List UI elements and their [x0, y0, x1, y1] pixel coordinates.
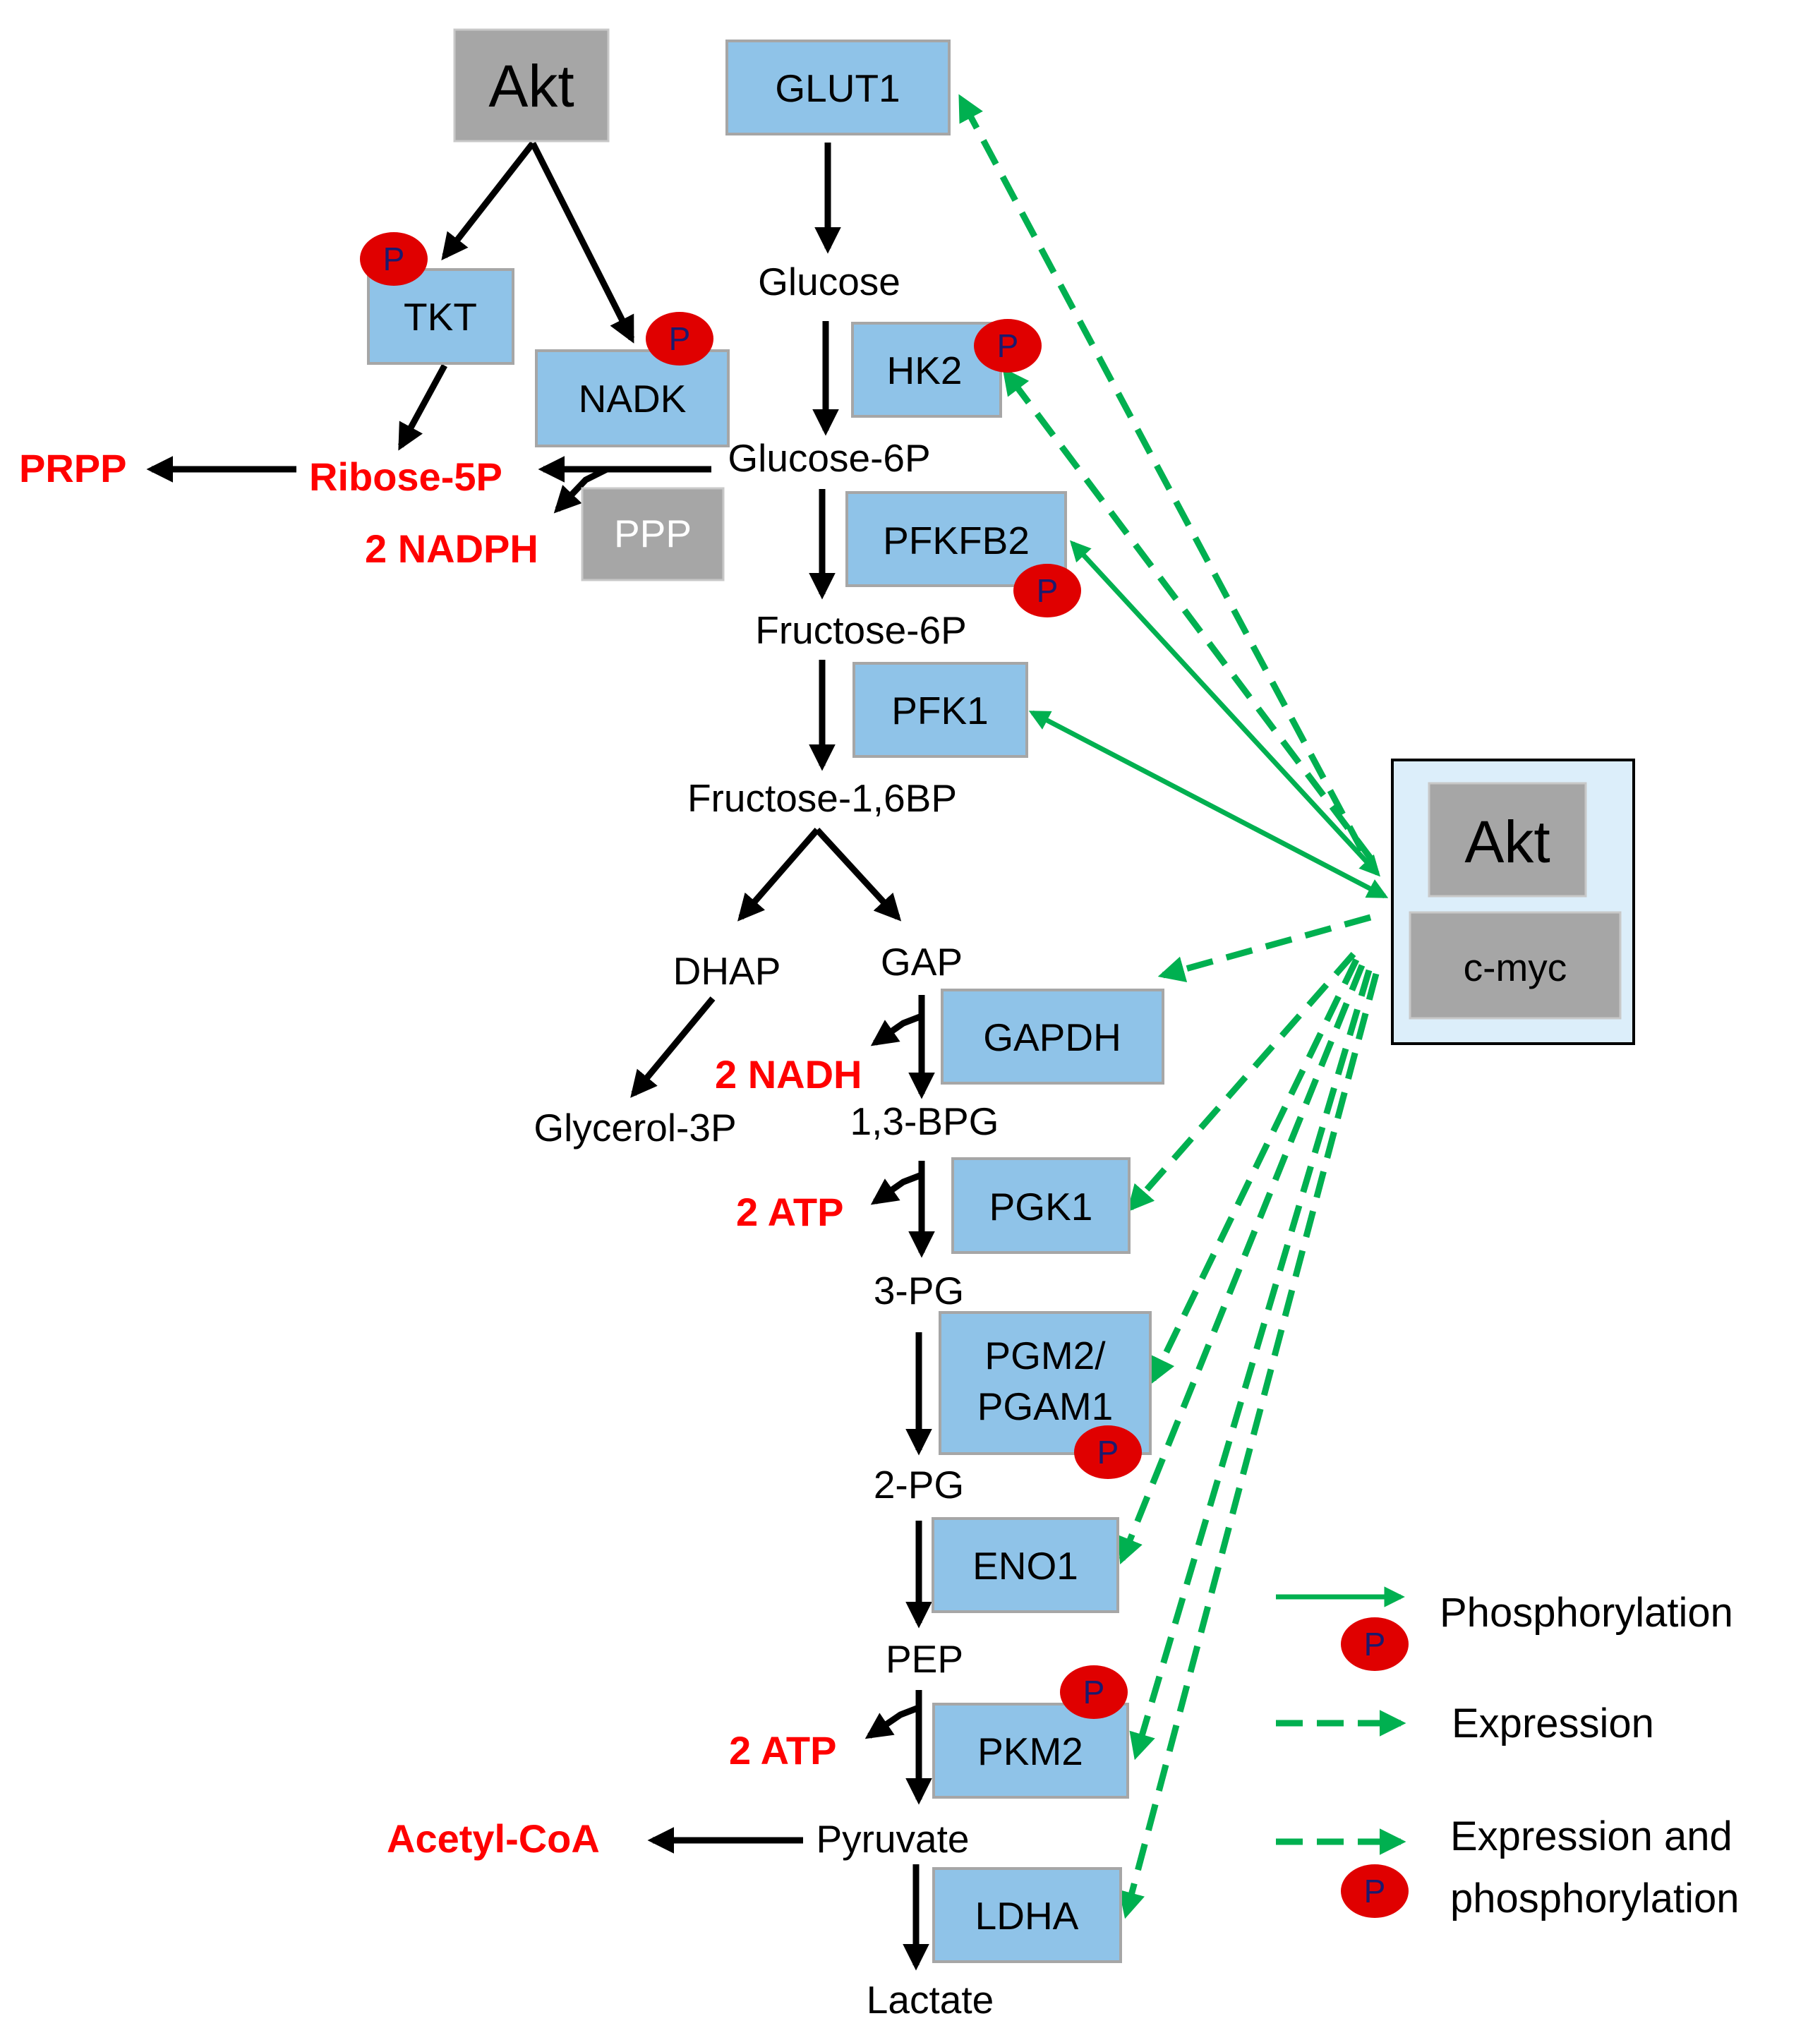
- regulation-arrows: [958, 94, 1389, 1919]
- akt-regulator-box: [1428, 782, 1587, 898]
- expr-phos-arrow-pgm2: [1150, 958, 1360, 1384]
- akt-top-box: [453, 28, 610, 143]
- pg3-label: 3-PG: [874, 1269, 964, 1312]
- expr-phos-arrow-hk2: [1002, 367, 1375, 863]
- pfk1-label: PFK1: [891, 689, 989, 732]
- cmyc-label: c-myc: [1464, 946, 1567, 989]
- tkt-box: [367, 268, 514, 365]
- gap-label: GAP: [881, 940, 963, 984]
- badge-label: P: [383, 241, 405, 277]
- bpg13-label: 1,3-BPG: [850, 1099, 999, 1143]
- nadph-label: 2 NADPH: [365, 526, 538, 571]
- expr-arrow-pgk1: [1127, 952, 1356, 1212]
- glucose-label: Glucose: [758, 260, 900, 303]
- pep-label: PEP: [886, 1637, 963, 1681]
- pfkfb2-label: PFKFB2: [883, 519, 1030, 562]
- hk2-phospho-badge: P: [974, 319, 1042, 373]
- acetylcoa-label: Acetyl-CoA: [387, 1816, 600, 1861]
- gapdh-box: [941, 989, 1164, 1085]
- ppp-label: PPP: [614, 512, 692, 555]
- badge-label: P: [1097, 1434, 1119, 1471]
- pfkfb2-phospho-badge: P: [1013, 564, 1081, 617]
- atp-label-1: 2 ATP: [736, 1190, 843, 1234]
- nadh-label: 2 NADH: [715, 1052, 862, 1097]
- nadk-box: [535, 349, 730, 447]
- tkt-label: TKT: [404, 295, 477, 339]
- prpp-label: PRPP: [19, 446, 127, 490]
- pfk1-box: [852, 662, 1028, 758]
- legend-phosphorylation-label: Phosphorylation: [1440, 1590, 1733, 1636]
- akt-regulator-label: Akt: [1464, 809, 1550, 875]
- nadk-phospho-badge: P: [646, 312, 713, 366]
- pg2-label: 2-PG: [874, 1463, 964, 1507]
- glucose6p-label: Glucose-6P: [728, 436, 930, 480]
- pathway-arrows: [146, 141, 935, 1971]
- fructose16bp-label: Fructose-1,6BP: [687, 776, 957, 820]
- expr-arrow-eno1: [1117, 964, 1366, 1565]
- nadk-label: NADK: [579, 377, 687, 421]
- glycerol3p-label: Glycerol-3P: [534, 1106, 736, 1149]
- badge-label: P: [997, 327, 1019, 364]
- legend-both-label-1: Expression and: [1450, 1813, 1732, 1859]
- dhap-label: DHAP: [673, 949, 781, 993]
- ppp-box: [581, 487, 725, 581]
- eno1-label: ENO1: [972, 1544, 1078, 1588]
- tkt-phospho-badge: P: [360, 232, 428, 286]
- legend: P Phosphorylation Expression P Expressio…: [1276, 1586, 1740, 1921]
- cmyc-box: [1409, 911, 1622, 1020]
- legend-phospho-badge: P: [1341, 1617, 1409, 1671]
- glut1-box: [725, 40, 951, 135]
- ldha-label: LDHA: [975, 1894, 1079, 1938]
- pyruvate-label: Pyruvate: [816, 1817, 969, 1861]
- pkm2-label: PKM2: [977, 1730, 1083, 1773]
- pkm2-box: [932, 1703, 1129, 1799]
- pgam1-label: PGAM1: [977, 1384, 1114, 1428]
- pgm2-label: PGM2/: [984, 1334, 1106, 1377]
- badge-label: P: [1364, 1626, 1386, 1662]
- phos-arrow-pfk1: [1028, 710, 1389, 899]
- pgk1-box: [951, 1157, 1131, 1254]
- pgam1-phospho-badge: P: [1074, 1425, 1142, 1479]
- legend-both-badge: P: [1341, 1864, 1409, 1918]
- legend-both-label-2: phosphorylation: [1450, 1876, 1740, 1921]
- ribose5p-label: Ribose-5P: [309, 454, 502, 499]
- eno1-box: [932, 1517, 1119, 1613]
- badge-label: P: [1037, 572, 1059, 609]
- fructose6p-label: Fructose-6P: [755, 608, 967, 652]
- akt-top-label: Akt: [488, 53, 574, 119]
- hk2-label: HK2: [887, 349, 963, 392]
- lactate-label: Lactate: [867, 1978, 994, 2022]
- glut1-label: GLUT1: [775, 66, 900, 110]
- expr-phos-arrow-pkm2: [1129, 969, 1373, 1761]
- pgk1-label: PGK1: [989, 1185, 1093, 1229]
- atp-label-2: 2 ATP: [729, 1728, 836, 1773]
- expr-arrow-ldha: [1119, 972, 1380, 1919]
- legend-expression-label: Expression: [1452, 1701, 1654, 1746]
- pkm2-phospho-badge: P: [1060, 1665, 1128, 1719]
- badge-label: P: [1083, 1674, 1105, 1710]
- ldha-box: [932, 1867, 1122, 1963]
- gapdh-label: GAPDH: [983, 1015, 1121, 1059]
- expr-arrow-gapdh: [1157, 914, 1372, 983]
- badge-label: P: [669, 320, 691, 357]
- badge-label: P: [1364, 1873, 1386, 1909]
